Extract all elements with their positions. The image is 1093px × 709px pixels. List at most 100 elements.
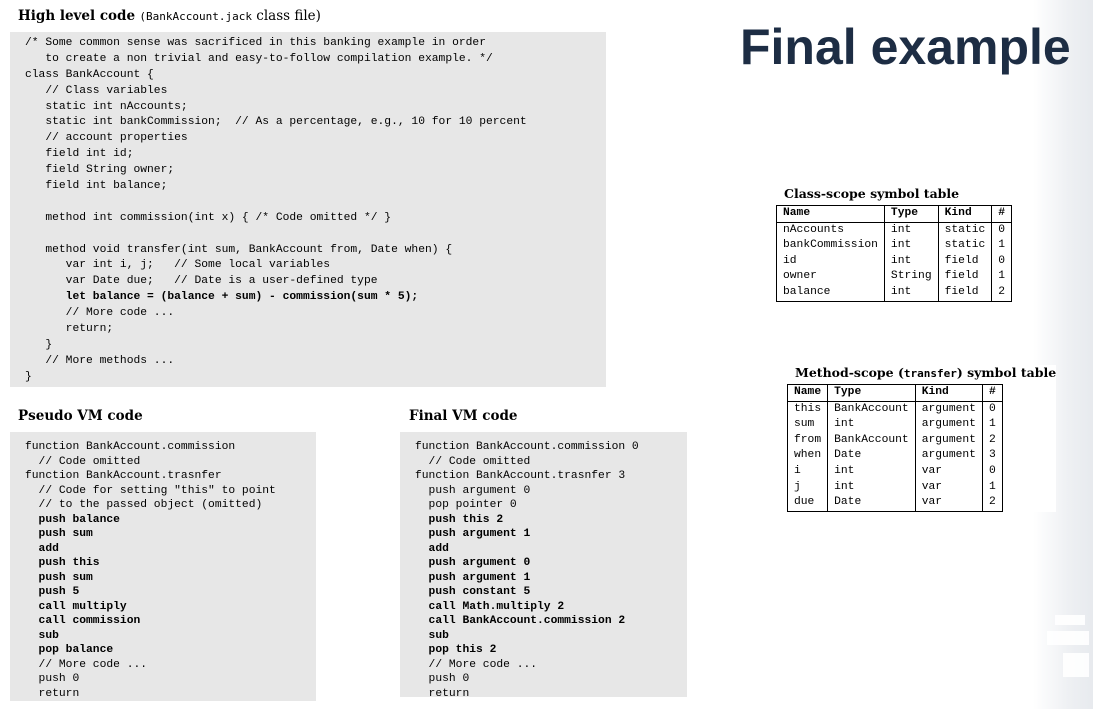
- code-line: push argument 1: [415, 571, 531, 584]
- table-cell: argument: [914, 432, 983, 449]
- table-cell: field: [937, 269, 993, 285]
- table-cell: var: [914, 463, 983, 480]
- table-cell: field: [937, 253, 993, 270]
- code-line: // More methods ...: [25, 354, 175, 367]
- table-cell: 2: [991, 284, 1013, 302]
- code-line: method int commission(int x) { /* Code o…: [25, 211, 392, 224]
- code-line: push balance: [25, 513, 120, 526]
- code-line: add: [25, 542, 59, 555]
- code-line: var int i, j; // Some local variables: [25, 259, 331, 272]
- table-cell: 1: [981, 417, 1003, 433]
- code-line: push sum: [25, 528, 93, 540]
- table-cell: owner: [776, 269, 885, 285]
- code-line: push 0: [415, 673, 470, 685]
- table-cell: 0: [981, 463, 1003, 480]
- code-line: }: [25, 370, 32, 383]
- table-cell: int: [883, 238, 939, 254]
- table-cell: int: [827, 479, 916, 496]
- high-level-caption-bold: High level code: [18, 8, 136, 24]
- column-header: Type: [883, 205, 939, 223]
- code-line: field int balance;: [25, 180, 168, 193]
- table-cell: int: [883, 284, 939, 302]
- code-line: var Date due; // Date is a user-defined …: [25, 275, 378, 288]
- code-line: push constant 5: [415, 586, 531, 598]
- decorative-corner-graphic: [1047, 615, 1089, 677]
- slide-background-gradient: [1033, 0, 1093, 709]
- code-line: field int id;: [25, 148, 134, 161]
- code-line: push sum: [25, 571, 93, 584]
- code-line: // account properties: [25, 132, 188, 145]
- table-cell: 2: [981, 495, 1003, 512]
- code-line: /* Some common sense was sacrificed in t…: [25, 37, 486, 49]
- table-cell: 3: [981, 448, 1003, 464]
- code-line: // More code ...: [415, 658, 538, 671]
- code-line: function BankAccount.trasnfer: [25, 470, 222, 482]
- code-line: sub: [25, 629, 59, 642]
- column-header: #: [991, 205, 1013, 223]
- code-line: push argument 0: [415, 557, 531, 569]
- code-line: to create a non trivial and easy-to-foll…: [25, 52, 493, 65]
- table-cell: bankCommission: [776, 238, 885, 254]
- code-line: push this: [25, 557, 100, 569]
- code-line: // Code for setting "this" to point: [25, 484, 276, 497]
- code-line: return;: [25, 323, 114, 336]
- table-cell: 1: [991, 238, 1013, 254]
- method-scope-symbol-table-panel: Method-scope (transfer) symbol table Nam…: [786, 365, 1057, 512]
- table-cell: 2: [981, 432, 1003, 449]
- table-cell: int: [883, 222, 939, 239]
- code-line: add: [415, 542, 449, 555]
- table-cell: sum: [786, 417, 829, 433]
- column-header: Name: [776, 205, 885, 223]
- method-scope-table-title: Method-scope (transfer) symbol table: [795, 365, 1057, 380]
- table-cell: Date: [827, 448, 916, 464]
- high-level-code-caption: High level code (BankAccount.jack class …: [18, 8, 321, 24]
- high-level-caption-rest: class file): [256, 8, 321, 24]
- code-line: push argument 1: [415, 528, 531, 540]
- table-cell: BankAccount: [827, 432, 916, 449]
- table-cell: int: [827, 463, 916, 480]
- code-line: static int bankCommission; // As a perce…: [25, 116, 527, 129]
- final-vm-code-block: function BankAccount.commission 0 // Cod…: [400, 432, 687, 697]
- table-cell: String: [883, 269, 939, 285]
- table-cell: 1: [981, 479, 1003, 496]
- code-line: }: [25, 338, 53, 351]
- code-line: pop balance: [25, 644, 114, 656]
- table-cell: this: [786, 401, 829, 418]
- code-line: // More code ...: [25, 307, 175, 320]
- table-cell: static: [937, 238, 993, 254]
- code-line: // Class variables: [25, 84, 168, 97]
- code-line: call commission: [25, 615, 141, 627]
- code-line: function BankAccount.trasnfer 3: [415, 470, 626, 482]
- code-line: pop this 2: [415, 644, 497, 656]
- class-scope-table-title: Class-scope symbol table: [784, 186, 960, 201]
- column-header: Kind: [914, 384, 983, 402]
- table-cell: nAccounts: [776, 222, 885, 239]
- code-line: return: [25, 687, 80, 700]
- slide-title: Final example: [740, 19, 1071, 75]
- table-cell: due: [786, 495, 829, 512]
- code-line: // to the passed object (omitted): [25, 499, 263, 511]
- table-cell: from: [786, 432, 829, 449]
- table-cell: j: [786, 479, 829, 496]
- code-line: // Code omitted: [25, 455, 141, 468]
- final-vm-caption: Final VM code: [409, 408, 518, 424]
- table-cell: int: [883, 253, 939, 270]
- code-line: static int nAccounts;: [25, 100, 188, 113]
- table-cell: when: [786, 448, 829, 464]
- column-header: #: [981, 384, 1003, 402]
- code-line: [25, 195, 606, 211]
- table-cell: Date: [827, 495, 916, 512]
